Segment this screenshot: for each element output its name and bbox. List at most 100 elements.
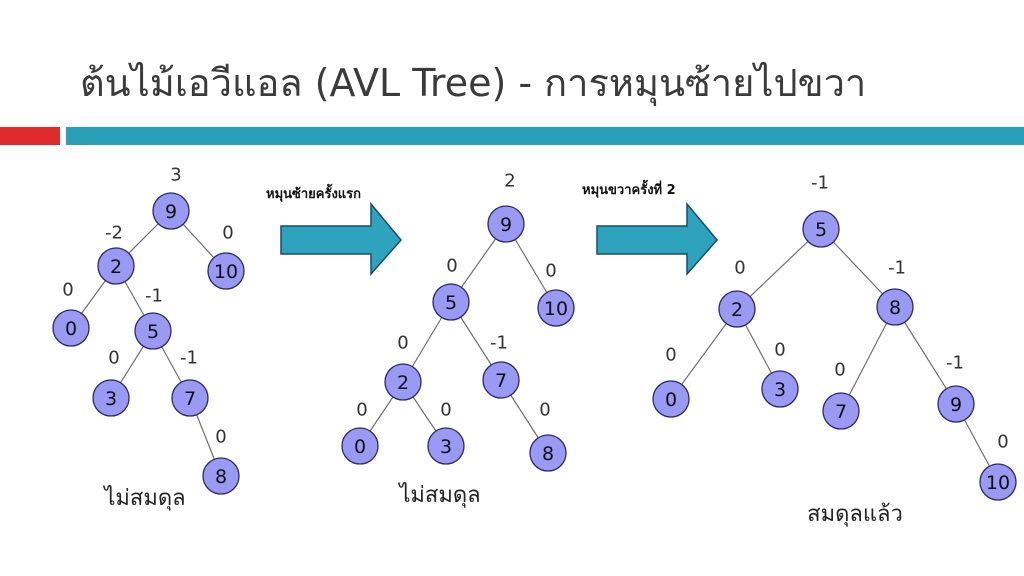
tree-3-node-8-balance-factor: -1 <box>888 258 906 279</box>
tree-1-node-2-circle <box>97 247 135 285</box>
rotate-right-arrow: หมุนขวาครั้งที่ 2 <box>582 179 718 276</box>
tree-2-node-8-label: 8 <box>542 443 554 465</box>
tree-2-node-9-balance-factor: 2 <box>504 171 515 192</box>
tree-3-node-10-label: 10 <box>986 472 1010 494</box>
tree-2-node-7-circle <box>482 361 520 399</box>
tree-3-node-3-balance-factor: 0 <box>774 340 785 361</box>
tree-1-node-3-circle <box>92 379 130 417</box>
tree-3-node-8-circle <box>876 288 914 326</box>
tree-2-node-2-balance-factor: 0 <box>397 333 408 354</box>
tree-1-node-7-balance-factor: -1 <box>180 348 198 369</box>
tree-1-caption: ไม่สมดุล <box>102 485 185 511</box>
tree-1-node-0: 0 <box>52 309 90 347</box>
tree-1-node-3-label: 3 <box>105 388 117 410</box>
tree-3-node-2-label: 2 <box>731 299 743 321</box>
tree-2-node-9-circle <box>487 205 525 243</box>
tree-1-node-8-circle <box>202 457 240 495</box>
tree-2-node-2-circle <box>384 363 422 401</box>
tree-2-node-8-circle <box>529 434 567 472</box>
tree-2-node-0: 0 <box>341 427 379 465</box>
tree-2-node-5-label: 5 <box>445 292 457 314</box>
tree-1-node-10: 10 <box>207 252 245 290</box>
tree-1-node-5: 5 <box>134 312 172 350</box>
tree-1-node-2-balance-factor: -2 <box>105 223 123 244</box>
balance-factor-layer: 3 -2 0 0 -1 0 -1 0 2 0 0 0 -1 0 0 0 -1 0 -1 0 0 0 -1 0 <box>62 165 1008 453</box>
header-band-red <box>0 127 60 145</box>
tree-2-node-10-circle <box>537 289 575 327</box>
tree-3-node-7: 7 <box>822 392 860 430</box>
rotate-left-arrow-label: หมุนซ้ายครั้งแรก <box>266 183 361 202</box>
tree-3-node-5-label: 5 <box>815 219 827 241</box>
tree-2-node-7-balance-factor: -1 <box>490 333 508 354</box>
tree-1-node-3: 3 <box>92 379 130 417</box>
tree-2-node-5-balance-factor: 0 <box>446 256 457 277</box>
rotate-right-arrow-label: หมุนขวาครั้งที่ 2 <box>582 179 676 198</box>
tree-3-node-7-circle <box>822 392 860 430</box>
tree-2-node-5-circle <box>432 283 470 321</box>
tree-2-node-10-balance-factor: 0 <box>545 261 556 282</box>
tree-3-node-5: 5 <box>802 210 840 248</box>
tree-1-node-7: 7 <box>171 379 209 417</box>
tree-3-node-7-balance-factor: 0 <box>834 360 845 381</box>
tree-3-node-5-balance-factor: -1 <box>811 173 829 194</box>
tree-3-edge-8-9 <box>894 306 957 405</box>
slide-title: ต้นไม้เอวีแอล (AVL Tree) - การหมุนซ้ายไป… <box>80 61 867 105</box>
header-band-teal <box>66 127 1024 145</box>
tree-3-node-10: 10 <box>979 463 1017 501</box>
tree-3-node-9-balance-factor: -1 <box>946 353 964 374</box>
tree-3-node-9-label: 9 <box>950 394 962 416</box>
tree-2-node-10: 10 <box>537 289 575 327</box>
tree-3-node-2-circle <box>718 290 756 328</box>
tree-3-node-3: 3 <box>761 370 799 408</box>
tree-3-node-8: 8 <box>876 288 914 326</box>
tree-1-node-3-balance-factor: 0 <box>108 348 119 369</box>
tree-3-node-5-circle <box>802 210 840 248</box>
tree-1-node-5-balance-factor: -1 <box>145 286 163 307</box>
tree-2-node-0-circle <box>341 427 379 465</box>
rotate-left-arrow-shape <box>280 201 402 276</box>
tree-1-node-5-label: 5 <box>147 321 159 343</box>
tree-2-node-10-label: 10 <box>544 298 568 320</box>
tree-3-edge-5-2 <box>736 228 822 310</box>
tree-3-node-3-circle <box>761 370 799 408</box>
tree-3-node-10-circle <box>979 463 1017 501</box>
tree-1-node-0-circle <box>52 309 90 347</box>
tree-2-node-3: 3 <box>427 427 465 465</box>
tree-3-node-0-label: 0 <box>665 389 677 411</box>
tree-1-node-0-label: 0 <box>65 318 77 340</box>
tree-1-node-2-label: 2 <box>110 256 122 278</box>
tree-3-node-0: 0 <box>652 380 690 418</box>
tree-2-node-3-balance-factor: 0 <box>440 400 451 421</box>
tree-2-node-8: 8 <box>529 434 567 472</box>
tree-3-node-0-circle <box>652 380 690 418</box>
tree-2-node-3-label: 3 <box>440 436 452 458</box>
rotate-left-arrow: หมุนซ้ายครั้งแรก <box>266 183 402 276</box>
tree-3-node-9-circle <box>937 385 975 423</box>
tree-2-node-0-label: 0 <box>354 436 366 458</box>
tree-3-node-9: 9 <box>937 385 975 423</box>
tree-2-node-8-balance-factor: 0 <box>539 400 550 421</box>
tree-3-node-10-balance-factor: 0 <box>997 432 1008 453</box>
tree-1-node-8: 8 <box>202 457 240 495</box>
tree-3-node-2-balance-factor: 0 <box>734 258 745 279</box>
tree-1-node-10-label: 10 <box>214 261 238 283</box>
tree-3-edge-8-7 <box>840 306 896 412</box>
tree-1-node-9-label: 9 <box>165 201 177 223</box>
tree-2-node-2-label: 2 <box>397 372 409 394</box>
tree-1-node-9: 9 <box>152 192 190 230</box>
tree-1-node-8-label: 8 <box>215 466 227 488</box>
tree-1-node-10-balance-factor: 0 <box>222 223 233 244</box>
tree-1-node-7-label: 7 <box>184 388 196 410</box>
tree-2-node-9-label: 9 <box>500 214 512 236</box>
tree-3-node-3-label: 3 <box>774 379 786 401</box>
tree-1-node-9-circle <box>152 192 190 230</box>
tree-3-node-7-label: 7 <box>835 401 847 423</box>
tree-1-node-5-circle <box>134 312 172 350</box>
tree-1-node-9-balance-factor: 3 <box>170 165 181 186</box>
rotate-right-arrow-shape <box>596 201 718 276</box>
tree-3-caption: สมดุลแล้ว <box>807 502 903 527</box>
tree-2-node-5: 5 <box>432 283 470 321</box>
tree-3-node-0-balance-factor: 0 <box>665 345 676 366</box>
tree-2-node-0-balance-factor: 0 <box>356 400 367 421</box>
